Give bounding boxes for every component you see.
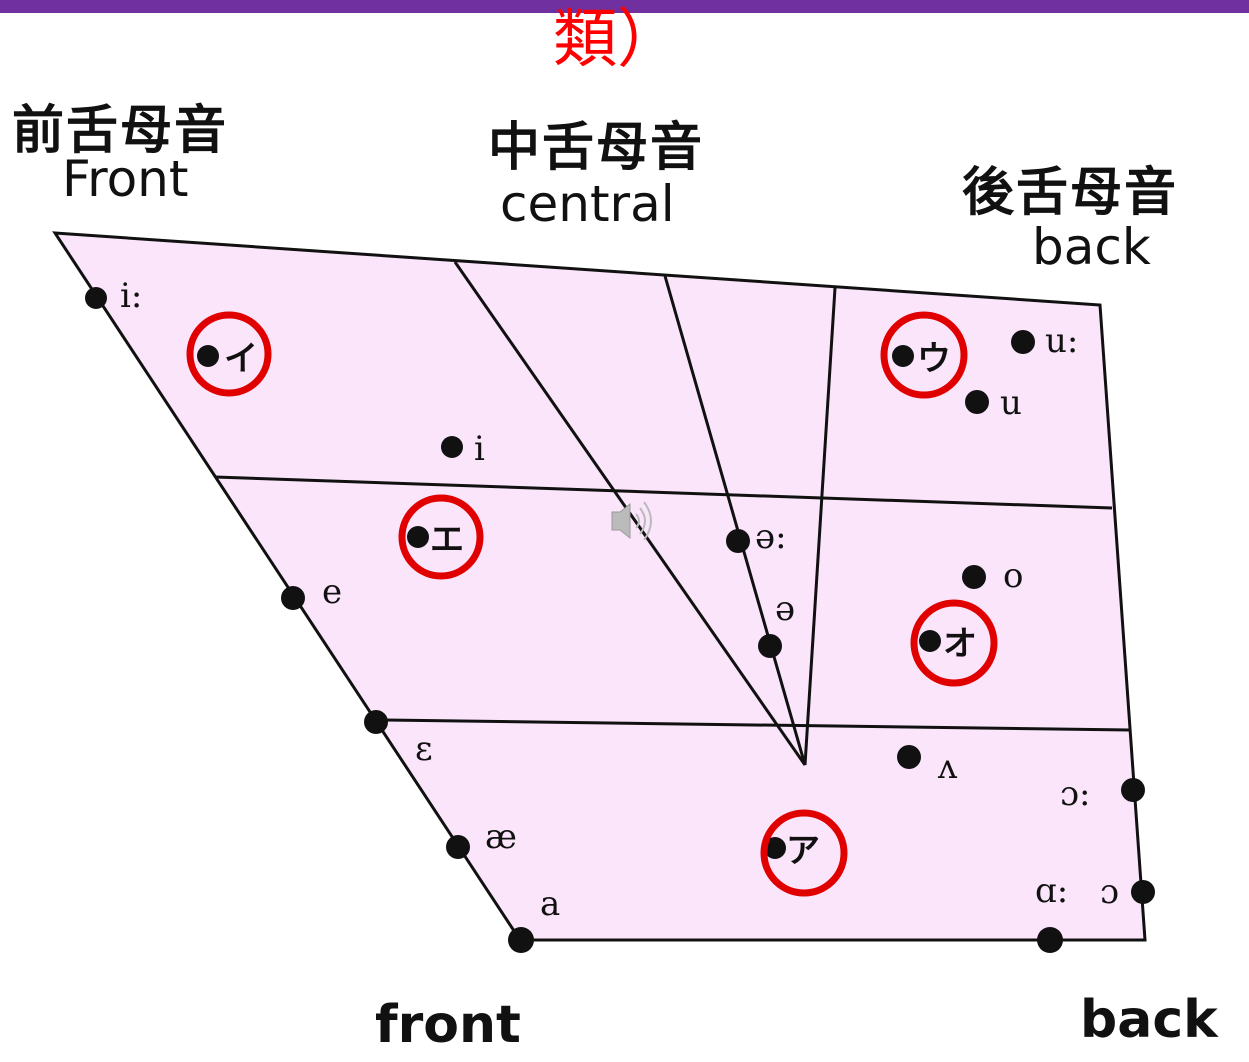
- back-vowel-heading-ja: 後舌母音: [962, 163, 1179, 223]
- highlight-circle: [910, 599, 998, 687]
- vowel-dot: [1011, 330, 1035, 354]
- vowel-label: æ: [485, 817, 517, 857]
- vowel-label: ɔ:: [1060, 774, 1091, 814]
- japanese-vowel-dot: [197, 345, 219, 367]
- vowel-dot: [758, 634, 782, 658]
- vowel-dot: [441, 436, 463, 458]
- vowel-label: u:: [1045, 321, 1078, 361]
- title-bar: [0, 0, 1249, 13]
- japanese-vowel-dot: [407, 526, 429, 548]
- highlight-circle: [186, 311, 272, 397]
- vowel-label: ɔ: [1100, 872, 1119, 912]
- close-mid-divider: [214, 475, 1113, 510]
- japanese-vowel-label: エ: [430, 520, 464, 560]
- japanese-vowel-label: ア: [786, 831, 820, 871]
- vowel-dot: [1121, 778, 1145, 802]
- back-vowel-heading-en: back: [1032, 218, 1151, 276]
- highlight-circle: [880, 311, 968, 399]
- central-back-divider: [803, 287, 837, 766]
- vowel-label: ə: [775, 589, 795, 629]
- vowel-dot: [1131, 880, 1155, 904]
- central-vowel-heading-en: central: [500, 175, 675, 233]
- japanese-vowel-dot: [892, 345, 914, 367]
- vowel-dot: [726, 529, 750, 553]
- vowel-dot: [364, 710, 388, 734]
- back-axis-label: back: [1080, 990, 1218, 1050]
- vowel-label: ʌ: [937, 747, 958, 787]
- front-vowel-heading-ja: 前舌母音: [12, 101, 229, 161]
- vowel-label: ɑ:: [1035, 871, 1068, 911]
- japanese-vowel-dot: [919, 630, 941, 652]
- vowel-dot: [281, 586, 305, 610]
- vowel-label: a: [540, 884, 560, 924]
- vowel-label: ə:: [755, 517, 787, 557]
- vowel-dot: [1037, 927, 1063, 953]
- japanese-vowel-label: ウ: [917, 339, 951, 379]
- vowel-label: ɛ: [415, 729, 433, 769]
- vowel-label: i:: [120, 276, 142, 316]
- vowel-label: i: [474, 429, 485, 469]
- front-axis-label: front: [375, 995, 521, 1055]
- speaker-icon[interactable]: [611, 501, 652, 541]
- central-vowel-heading-ja: 中舌母音: [488, 118, 705, 178]
- open-mid-divider: [384, 718, 1131, 732]
- central-left-divider: [663, 275, 807, 766]
- vowel-dot: [962, 565, 986, 589]
- japanese-vowel-label: オ: [943, 624, 977, 664]
- japanese-vowel-label: イ: [224, 339, 258, 379]
- vowel-trapezoid: [52, 231, 1147, 942]
- vowel-dot: [897, 745, 921, 769]
- vowel-label: o: [1003, 556, 1023, 596]
- highlight-circle: [760, 809, 848, 897]
- vowel-dot: [965, 390, 989, 414]
- vowel-dot: [446, 835, 470, 859]
- vowel-label: u: [1000, 383, 1022, 423]
- vowel-dot: [85, 287, 107, 309]
- vowel-label: e: [322, 572, 342, 612]
- japanese-vowel-dot: [764, 837, 786, 859]
- front-vowel-heading-en: Front: [62, 150, 189, 208]
- vowel-dot: [508, 927, 534, 953]
- highlight-circle: [398, 494, 484, 580]
- slide-title-fragment: 類）: [553, 3, 681, 77]
